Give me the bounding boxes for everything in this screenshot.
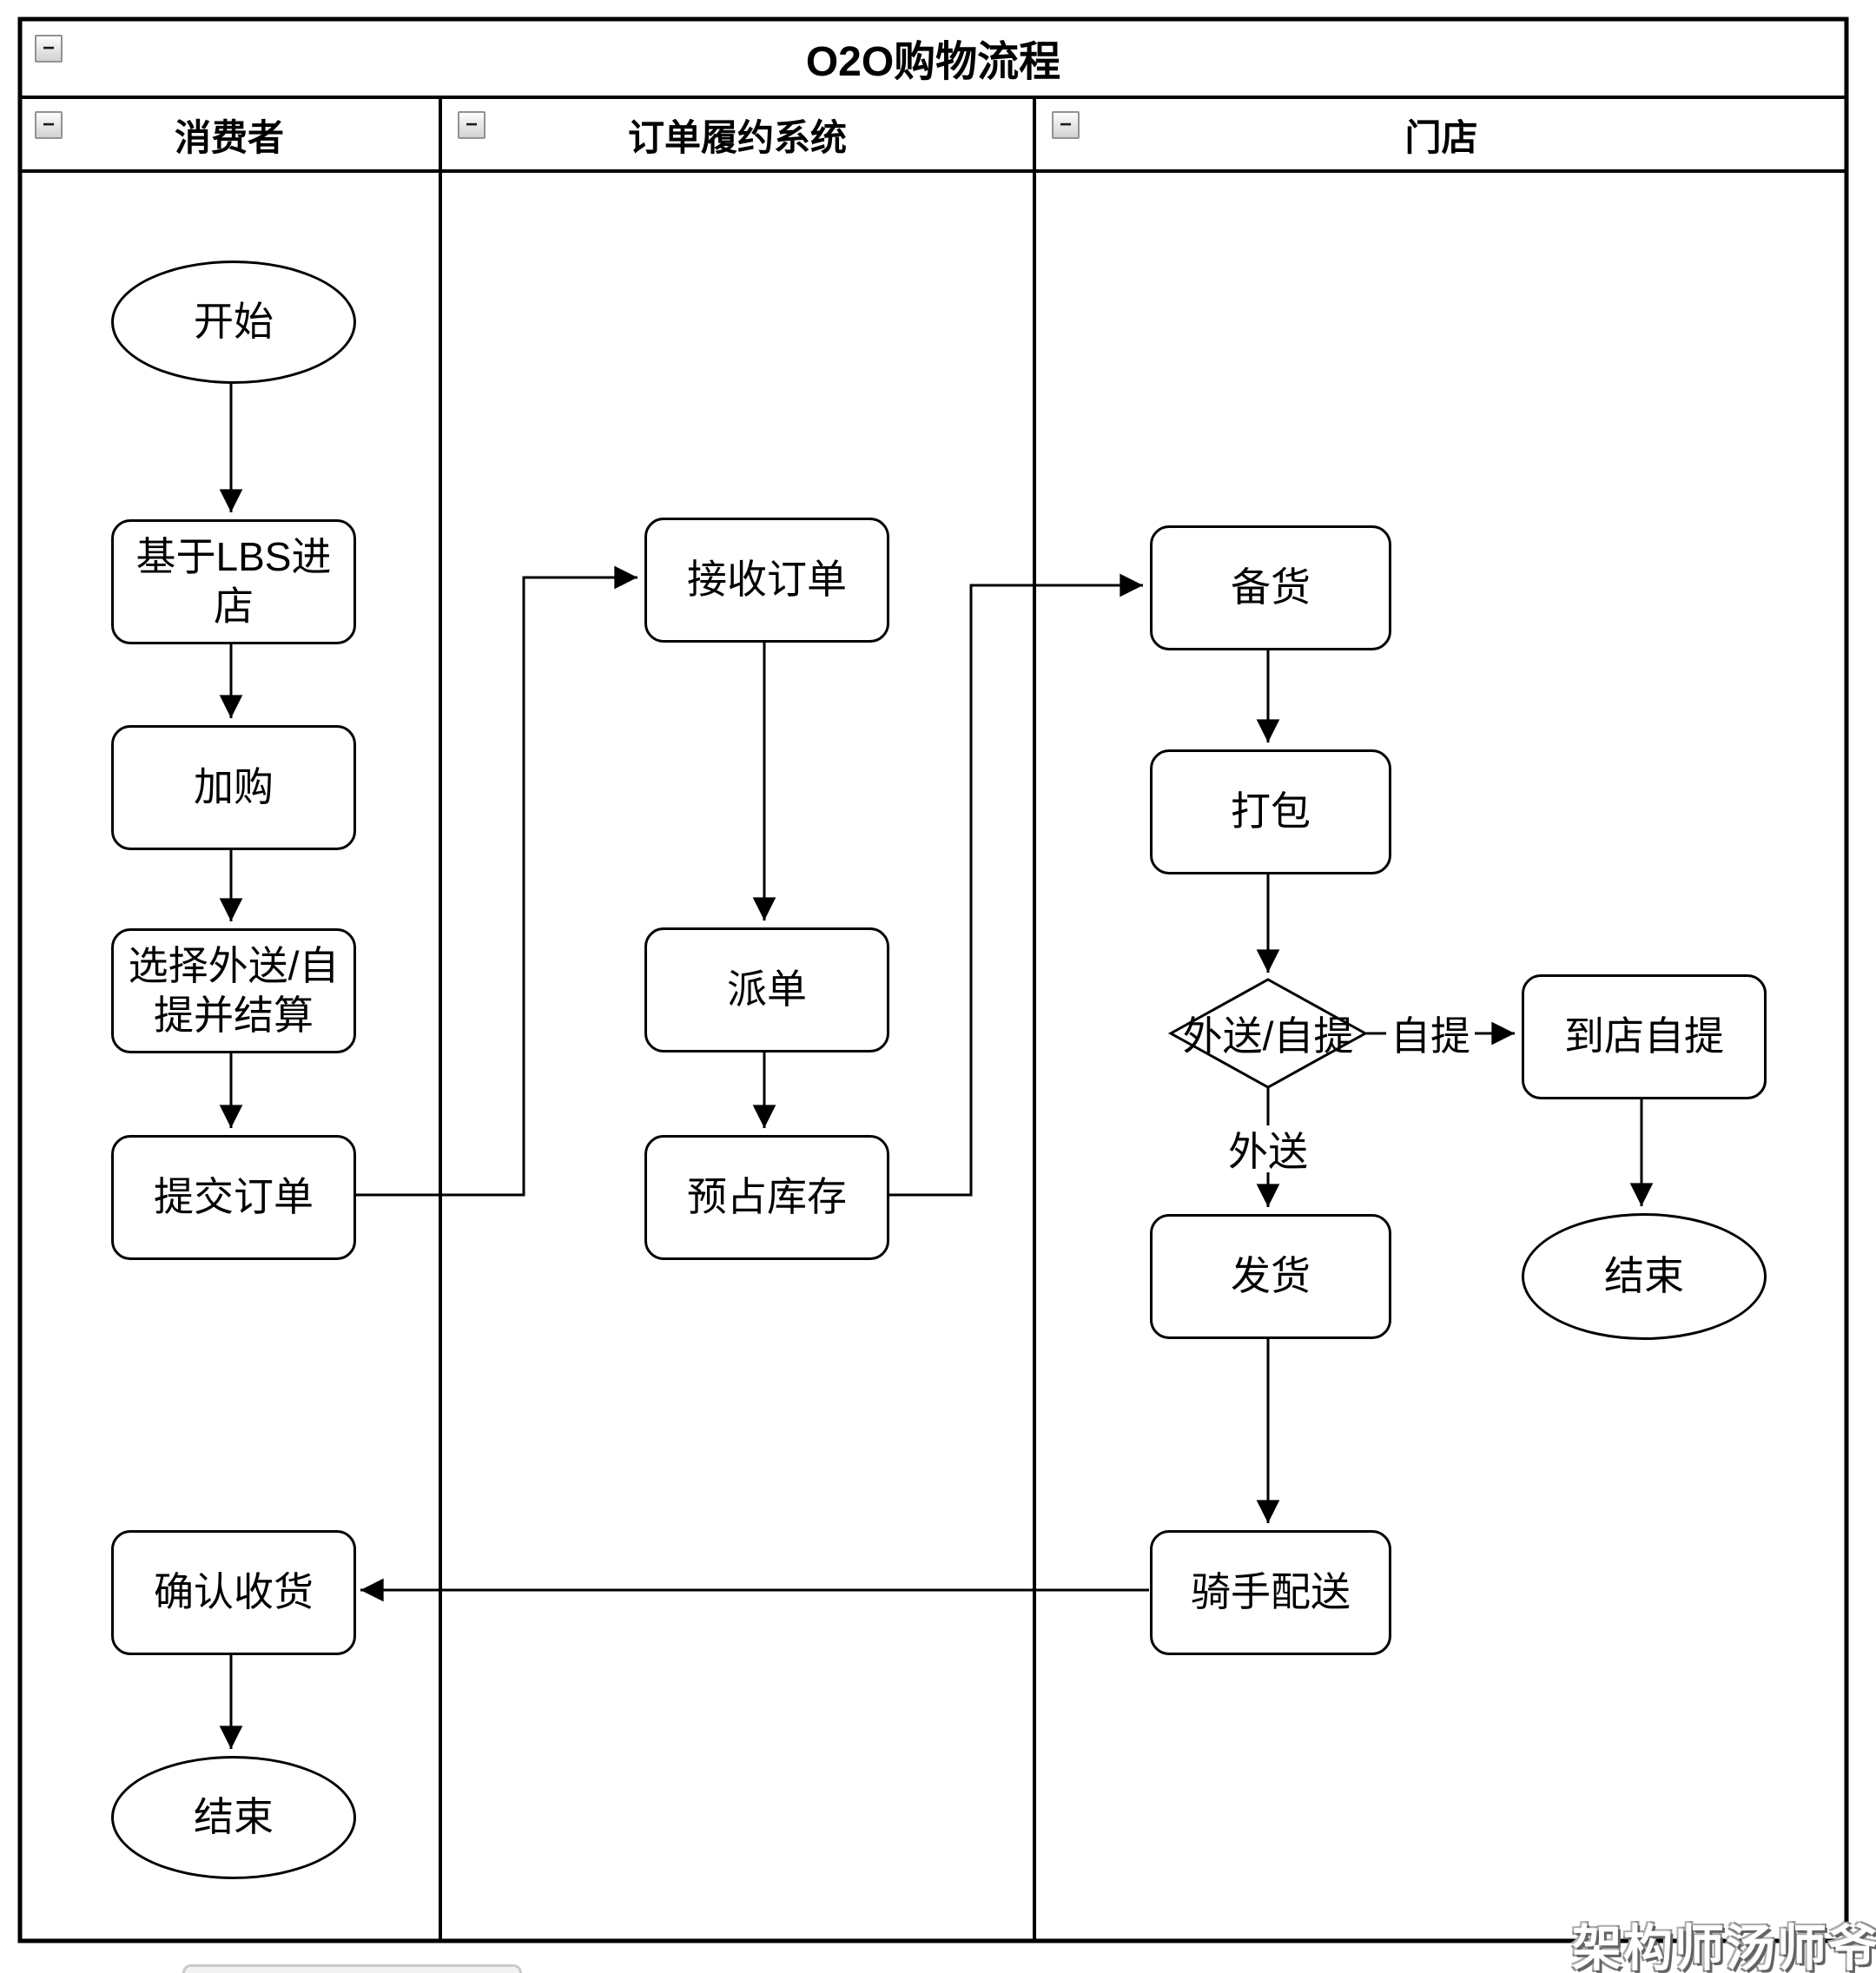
process-confirm-receipt[interactable]: 确认收货 <box>111 1530 356 1655</box>
edge-submit-to-receive <box>352 565 637 1197</box>
end-node-pickup[interactable]: 结束 <box>1522 1213 1767 1340</box>
process-receive-order[interactable]: 接收订单 <box>644 518 889 643</box>
partially-visible-shape <box>182 1964 522 1973</box>
lbs-entry-label: 基于LBS进 店 <box>135 533 332 630</box>
submit-order-label: 提交订单 <box>154 1174 314 1220</box>
pool-border <box>17 16 1849 1943</box>
process-ship[interactable]: 发货 <box>1150 1214 1391 1339</box>
process-add-to-cart[interactable]: 加购 <box>111 725 356 850</box>
decision-diamond-shape[interactable] <box>1167 978 1369 1089</box>
store-pickup-label: 到店自提 <box>1564 1013 1724 1059</box>
process-select-mode[interactable]: 选择外送/自 提并结算 <box>111 928 356 1053</box>
end-node-consumer[interactable]: 结束 <box>111 1756 356 1879</box>
add-to-cart-label: 加购 <box>194 764 274 810</box>
rider-delivery-label: 骑手配送 <box>1191 1569 1351 1615</box>
process-submit-order[interactable]: 提交订单 <box>111 1135 356 1260</box>
branch-label-pickup: 自提 <box>1386 1010 1475 1059</box>
receive-order-label: 接收订单 <box>687 557 847 603</box>
process-lbs-entry[interactable]: 基于LBS进 店 <box>111 519 356 644</box>
decision-label: 外送/自提 <box>1182 1013 1354 1059</box>
start-node[interactable]: 开始 <box>111 261 356 384</box>
prepare-goods-label: 备货 <box>1231 564 1311 610</box>
ship-label: 发货 <box>1231 1253 1311 1299</box>
collapse-lane-consumer-icon[interactable]: − <box>35 111 63 139</box>
dispatch-order-label: 派单 <box>727 967 807 1013</box>
lane-header-store: 门店 <box>1404 116 1478 158</box>
edge-reserve-to-prepare <box>885 573 1143 1197</box>
collapse-pool-icon[interactable]: − <box>35 35 63 63</box>
collapse-lane-fulfillment-icon[interactable]: − <box>458 111 486 139</box>
pack-label: 打包 <box>1231 789 1311 835</box>
lane-header-fulfillment: 订单履约系统 <box>627 116 847 158</box>
watermark-text: 架构师汤师爷 <box>1572 1921 1876 1973</box>
start-node-label: 开始 <box>194 299 274 345</box>
end-pickup-label: 结束 <box>1604 1253 1684 1299</box>
select-mode-label: 选择外送/自 提并结算 <box>128 942 340 1039</box>
lane-header-consumer: 消费者 <box>174 116 284 158</box>
process-store-pickup[interactable]: 到店自提 <box>1522 974 1767 1099</box>
process-pack[interactable]: 打包 <box>1150 749 1391 874</box>
process-prepare-goods[interactable]: 备货 <box>1150 525 1391 650</box>
collapse-lane-store-icon[interactable]: − <box>1052 111 1080 139</box>
branch-label-delivery: 外送 <box>1224 1125 1312 1174</box>
end-consumer-label: 结束 <box>194 1794 274 1840</box>
pool-title: O2O购物流程 <box>805 39 1061 85</box>
process-reserve-stock[interactable]: 预占库存 <box>644 1135 889 1260</box>
reserve-stock-label: 预占库存 <box>687 1174 847 1220</box>
process-rider-delivery[interactable]: 骑手配送 <box>1150 1530 1391 1655</box>
confirm-receipt-label: 确认收货 <box>154 1569 314 1615</box>
process-dispatch-order[interactable]: 派单 <box>644 927 889 1052</box>
